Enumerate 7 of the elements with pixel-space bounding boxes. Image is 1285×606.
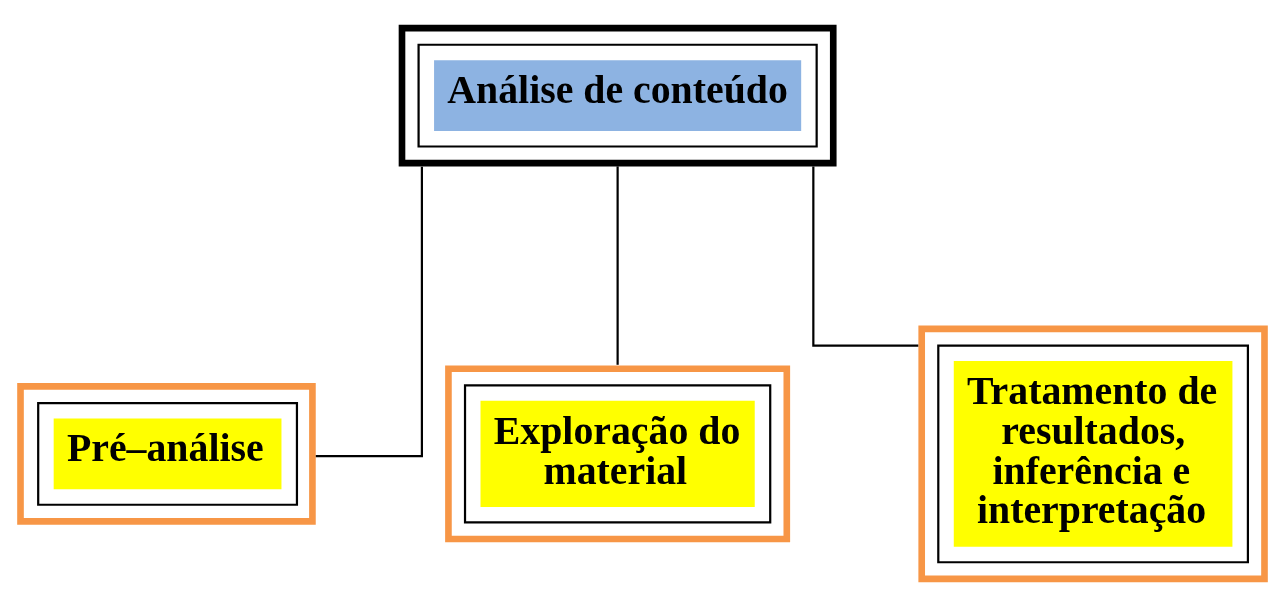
node-box: Pré–análise (17, 382, 316, 525)
node-box: Análise de conteúdo (398, 24, 837, 166)
node-box: Exploração do material (445, 364, 791, 542)
node-box: Tratamento de resultados, inferência e interpretação (918, 325, 1268, 582)
connector (315, 166, 423, 457)
connector (812, 166, 919, 347)
connector (616, 165, 619, 365)
